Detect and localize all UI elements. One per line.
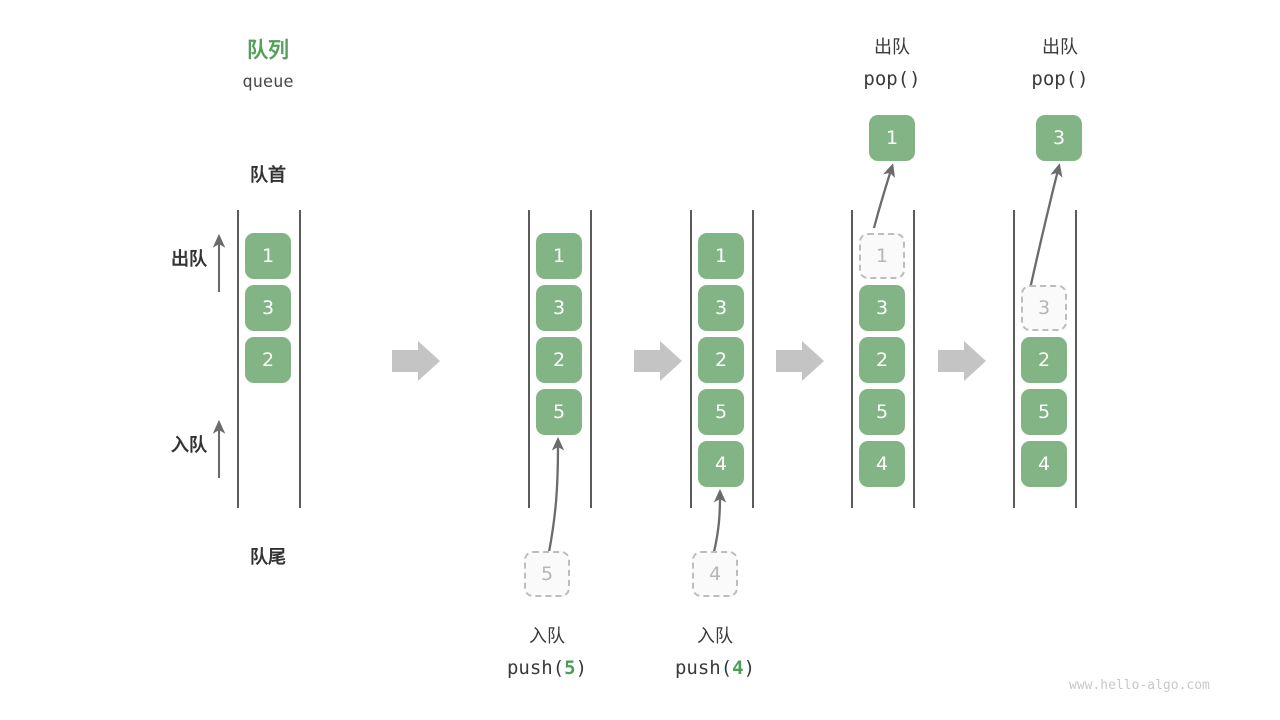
cell-value: 1 [261, 245, 275, 267]
rail-right [913, 210, 915, 508]
rail-right [590, 210, 592, 508]
rail-left [237, 210, 239, 508]
cell-value: 5 [1037, 401, 1051, 423]
cell-value: 2 [1037, 349, 1051, 371]
rail-left [690, 210, 692, 508]
code-prefix: push( [506, 657, 565, 679]
rail-right [1075, 210, 1077, 508]
queue-cell: 1 [245, 233, 291, 279]
cell-value: 5 [875, 401, 889, 423]
rail-left [851, 210, 853, 508]
push-operation-label: 入队 [697, 626, 733, 647]
popped-slot-ghost-cell: 3 [1021, 285, 1067, 331]
queue-cell: 3 [859, 285, 905, 331]
code-suffix: ) [575, 657, 588, 679]
pop-operation-code: pop() [980, 68, 1140, 90]
push-operation-label: 入队 [529, 626, 565, 647]
code-arg: 4 [732, 657, 744, 679]
cell-value: 5 [714, 401, 728, 423]
queue-rear-label: 队尾 [250, 547, 286, 568]
cell-value: 4 [1037, 453, 1051, 475]
code-suffix: ) [743, 657, 756, 679]
queue-cell: 4 [859, 441, 905, 487]
code-prefix: push( [674, 657, 733, 679]
queue-cell: 1 [536, 233, 582, 279]
cell-value: 2 [875, 349, 889, 371]
queue-cell: 2 [245, 337, 291, 383]
code-suffix: ) [1077, 68, 1089, 90]
queue-cell: 3 [245, 285, 291, 331]
queue-cell: 5 [536, 389, 582, 435]
queue-cell: 5 [698, 389, 744, 435]
pop-operation-label: 出队 [874, 37, 910, 58]
pop-operation-code: pop() [812, 68, 972, 90]
cell-value: 3 [714, 297, 728, 319]
cell-value: 4 [714, 453, 728, 475]
code-prefix: pop( [863, 68, 910, 90]
cell-value: 2 [714, 349, 728, 371]
cell-value: 5 [540, 563, 554, 585]
rail-left [1013, 210, 1015, 508]
page-subtitle: queue [242, 72, 294, 92]
cell-value: 1 [714, 245, 728, 267]
rail-left [528, 210, 530, 508]
cell-value: 3 [261, 297, 275, 319]
cell-value: 4 [708, 563, 722, 585]
queue-cell: 4 [698, 441, 744, 487]
queue-cell: 3 [698, 285, 744, 331]
cell-value: 2 [552, 349, 566, 371]
queue-cell: 3 [536, 285, 582, 331]
popped-slot-ghost-cell: 1 [859, 233, 905, 279]
page-title: 队列 [247, 38, 289, 62]
queue-cell: 5 [1021, 389, 1067, 435]
cell-value: 5 [552, 401, 566, 423]
queue-cell: 2 [859, 337, 905, 383]
code-suffix: ) [909, 68, 921, 90]
push-side-label: 入队 [171, 435, 207, 456]
rail-right [299, 210, 301, 508]
incoming-ghost-cell: 5 [524, 551, 570, 597]
queue-front-label: 队首 [250, 165, 286, 186]
cell-value: 1 [885, 127, 899, 149]
queue-cell: 4 [1021, 441, 1067, 487]
push-operation-code: push(5) [467, 657, 627, 679]
incoming-ghost-cell: 4 [692, 551, 738, 597]
code-prefix: pop( [1031, 68, 1078, 90]
queue-cell: 5 [859, 389, 905, 435]
cell-value: 3 [1037, 297, 1051, 319]
pop-operation-label: 出队 [1042, 37, 1078, 58]
popped-value-cell: 1 [869, 115, 915, 161]
cell-value: 4 [875, 453, 889, 475]
cell-value: 1 [552, 245, 566, 267]
queue-cell: 2 [698, 337, 744, 383]
watermark: www.hello-algo.com [1069, 678, 1210, 693]
queue-cell: 1 [698, 233, 744, 279]
cell-value: 3 [552, 297, 566, 319]
pop-side-label: 出队 [171, 249, 207, 270]
cell-value: 3 [875, 297, 889, 319]
push-operation-code: push(4) [635, 657, 795, 679]
code-arg: 5 [564, 657, 576, 679]
cell-value: 3 [1052, 127, 1066, 149]
rail-right [752, 210, 754, 508]
popped-value-cell: 3 [1036, 115, 1082, 161]
queue-cell: 2 [536, 337, 582, 383]
cell-value: 1 [875, 245, 889, 267]
queue-cell: 2 [1021, 337, 1067, 383]
cell-value: 2 [261, 349, 275, 371]
